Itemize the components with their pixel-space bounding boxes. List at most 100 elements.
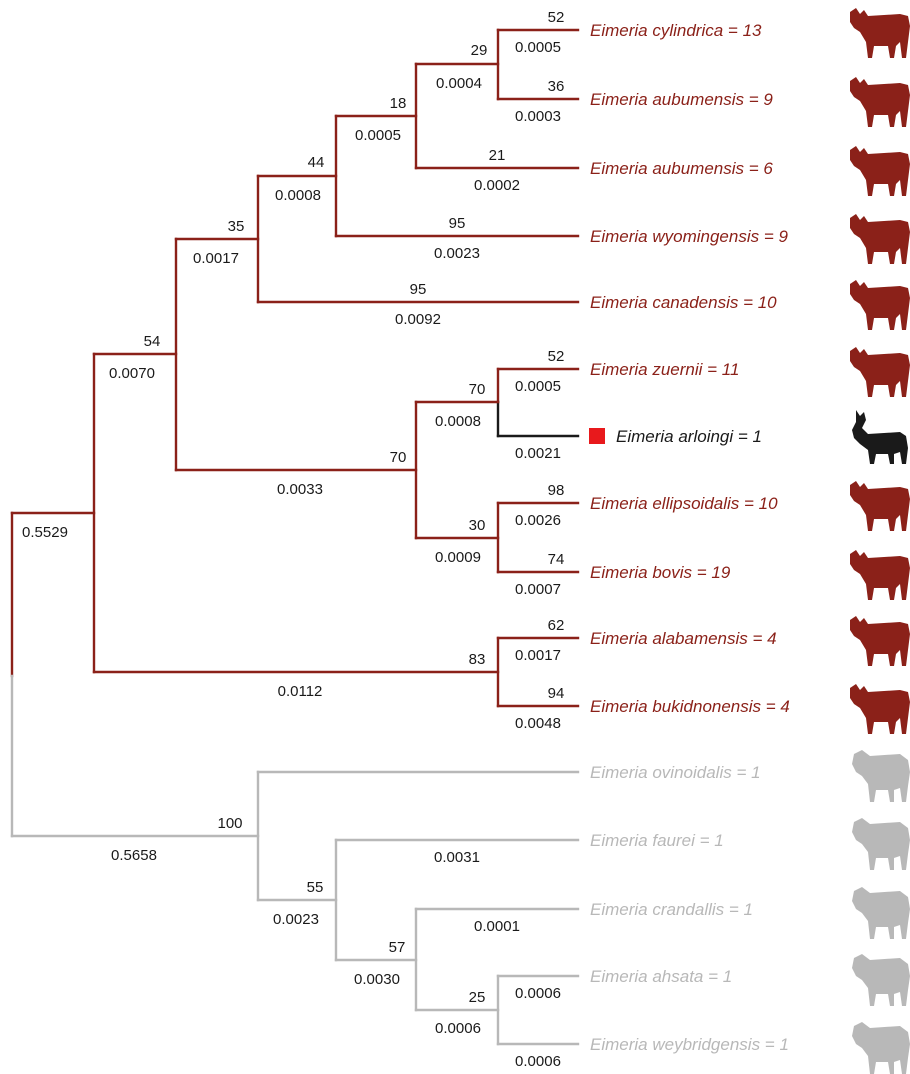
tree-tips: Eimeria cylindrica = 13 Eimeria aubumensi… [589,8,910,1074]
bootstrap-label: 36 [548,78,565,95]
taxon-label: Eimeria canadensis = 10 [590,293,777,312]
branch-length-label: 0.0006 [515,985,561,1002]
branch-length-label: 0.5529 [22,524,68,541]
host-silhouette [850,684,910,734]
bootstrap-label: 62 [548,617,565,634]
bootstrap-label: 35 [228,218,245,235]
host-silhouette [850,481,910,531]
host-silhouette [850,347,910,397]
tree-branches [10,28,580,1046]
host-silhouette [852,818,910,870]
bootstrap-label: 100 [217,815,242,832]
branch-length-label: 0.0048 [515,715,561,732]
branch-length-label: 0.0070 [109,365,155,382]
branch-length-label: 0.0031 [434,849,480,866]
bootstrap-label: 94 [548,685,565,702]
cow-silhouette-icon [850,347,910,397]
bootstrap-label: 44 [308,154,325,171]
cow-silhouette-icon [850,146,910,196]
branch-length-label: 0.0003 [515,108,561,125]
host-silhouette [852,750,910,802]
host-silhouette [850,8,910,58]
taxon-label: Eimeria zuernii = 11 [590,360,739,379]
bootstrap-label: 57 [389,939,406,956]
branch-length-label: 0.0112 [278,683,323,700]
bootstrap-label: 70 [390,449,407,466]
branch-length-label: 0.0007 [515,581,561,598]
branch-length-label: 0.0005 [515,378,561,395]
sheep-silhouette-icon [852,750,910,802]
branch-length-label: 0.0008 [435,413,481,430]
host-silhouette [850,616,910,666]
host-silhouette [850,550,910,600]
taxon-label: Eimeria ellipsoidalis = 10 [590,494,778,513]
bootstrap-label: 52 [548,9,565,26]
cow-silhouette-icon [850,77,910,127]
bootstrap-label: 98 [548,482,565,499]
taxon-label: Eimeria wyomingensis = 9 [590,227,788,246]
goat-silhouette-icon [852,410,908,464]
cow-silhouette-icon [850,684,910,734]
taxon-label: Eimeria weybridgensis = 1 [590,1035,789,1054]
cow-silhouette-icon [850,214,910,264]
bootstrap-label: 55 [307,879,324,896]
cow-silhouette-icon [850,550,910,600]
bootstrap-label: 21 [489,147,506,164]
host-silhouette [852,1022,910,1074]
bootstrap-label: 30 [469,517,486,534]
branch-length-label: 0.0006 [435,1020,481,1037]
taxon-label: Eimeria arloingi = 1 [616,427,762,446]
host-silhouette [850,280,910,330]
host-silhouette [852,887,910,939]
taxon-label: Eimeria ovinoidalis = 1 [590,763,761,782]
branch-length-label: 0.0009 [435,549,481,566]
bootstrap-label: 83 [469,651,486,668]
branch-length-label: 0.0021 [515,445,561,462]
taxon-label: Eimeria aubumensis = 6 [590,159,773,178]
bootstrap-label: 29 [471,42,488,59]
taxon-label: Eimeria ahsata = 1 [590,967,732,986]
taxon-label: Eimeria bukidnonensis = 4 [590,697,790,716]
branch-length-label: 0.0004 [436,75,482,92]
host-silhouette [850,146,910,196]
sheep-silhouette-icon [852,818,910,870]
branch-length-label: 0.0023 [273,911,319,928]
host-silhouette [852,410,908,464]
branch-length-label: 0.0005 [515,39,561,56]
branch-length-label: 0.0017 [515,647,561,664]
sheep-silhouette-icon [852,887,910,939]
cow-silhouette-icon [850,616,910,666]
host-silhouette [852,954,910,1006]
branch-length-label: 0.0017 [193,250,239,267]
branch-length-label: 0.0092 [395,311,441,328]
taxon-label: Eimeria bovis = 19 [590,563,731,582]
branch-length-label: 0.0008 [275,187,321,204]
taxon-label: Eimeria alabamensis = 4 [590,629,777,648]
branch-length-label: 0.0005 [355,127,401,144]
branch-length-label: 0.5658 [111,847,157,864]
taxon-label: Eimeria aubumensis = 9 [590,90,773,109]
bootstrap-label: 95 [449,215,466,232]
taxon-label: Eimeria crandallis = 1 [590,900,753,919]
bootstrap-label: 70 [469,381,486,398]
cow-silhouette-icon [850,8,910,58]
branch-length-label: 0.0023 [434,245,480,262]
highlight-marker [589,428,605,444]
bootstrap-label: 95 [410,281,427,298]
host-silhouette [850,214,910,264]
branch-length-label: 0.0026 [515,512,561,529]
sheep-silhouette-icon [852,1022,910,1074]
taxon-label: Eimeria cylindrica = 13 [590,21,762,40]
bootstrap-label: 54 [144,333,161,350]
branch-length-label: 0.0001 [474,918,520,935]
branch-length-label: 0.0030 [354,971,400,988]
taxon-label: Eimeria faurei = 1 [590,831,724,850]
branch-length-label: 0.0033 [277,481,323,498]
bootstrap-label: 74 [548,551,565,568]
bootstrap-label: 52 [548,348,565,365]
bootstrap-label: 25 [469,989,486,1006]
bootstrap-label: 18 [390,95,407,112]
tree-labels: 520.0005360.0003210.0002950.0023950.0092… [22,9,564,1070]
host-silhouette [850,77,910,127]
